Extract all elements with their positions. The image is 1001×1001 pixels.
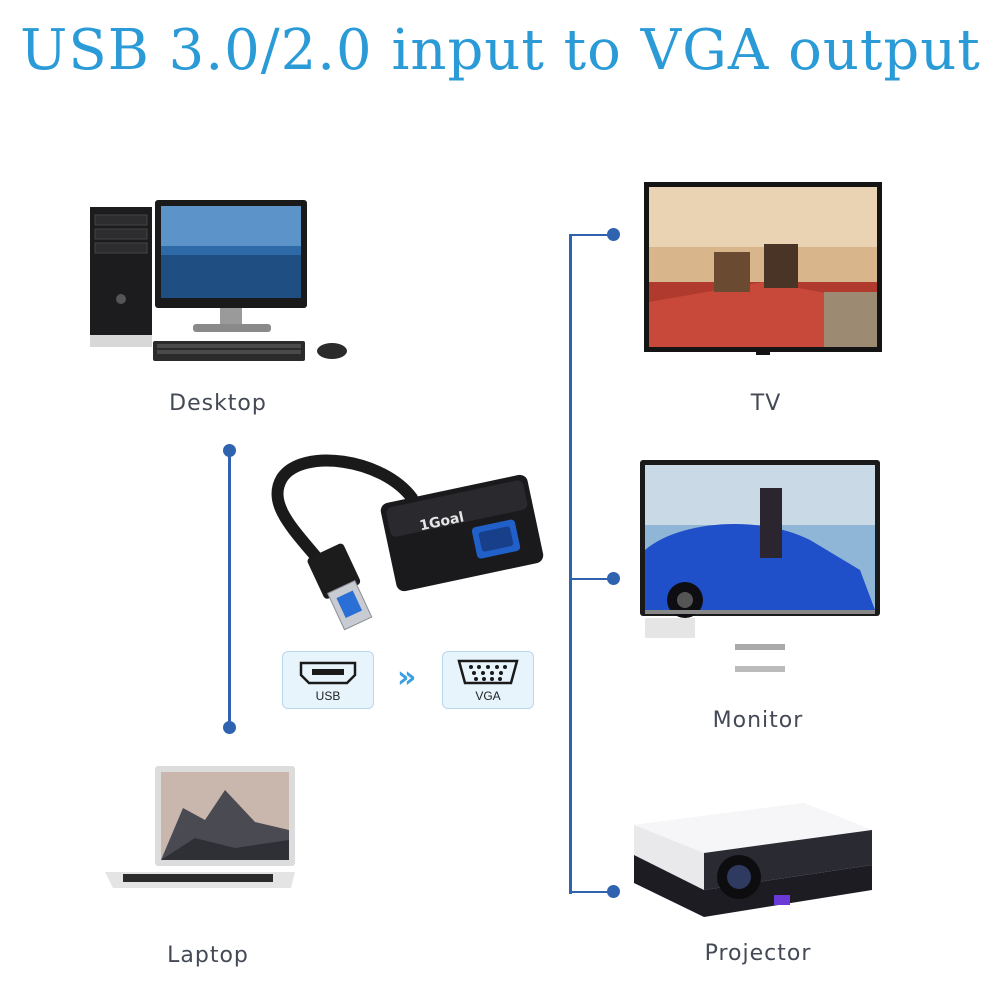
vga-port-badge: VGA xyxy=(442,651,534,709)
monitor-connector-dot xyxy=(607,572,620,585)
right-connector-line xyxy=(569,234,572,894)
page-title: USB 3.0/2.0 input to VGA output xyxy=(20,18,981,83)
double-chevron-right-icon: » xyxy=(397,660,417,695)
tv-branch-line xyxy=(569,234,613,236)
usb-port-label: USB xyxy=(315,689,341,703)
usb-vga-adapter-icon: 1Goal xyxy=(271,454,544,631)
projector-icon xyxy=(634,803,872,917)
projector-branch-line xyxy=(569,891,613,893)
laptop-label: Laptop xyxy=(167,943,249,968)
desktop-connector-dot xyxy=(223,444,236,457)
laptop-icon xyxy=(105,766,295,888)
tv-label: TV xyxy=(750,391,782,416)
monitor-label: Monitor xyxy=(712,708,804,733)
tv-connector-dot xyxy=(607,228,620,241)
vga-port-label: VGA xyxy=(475,689,501,703)
tv-icon xyxy=(644,182,882,355)
usb-port-badge: USB xyxy=(282,651,374,709)
vga-port-icon xyxy=(457,659,519,685)
laptop-connector-dot xyxy=(223,721,236,734)
usb-port-icon xyxy=(299,661,357,685)
monitor-icon xyxy=(640,460,880,672)
left-connector-line xyxy=(228,450,231,728)
desktop-computer-icon xyxy=(90,200,347,361)
desktop-label: Desktop xyxy=(169,391,267,416)
projector-connector-dot xyxy=(607,885,620,898)
monitor-branch-line xyxy=(569,578,613,580)
projector-label: Projector xyxy=(704,941,812,966)
